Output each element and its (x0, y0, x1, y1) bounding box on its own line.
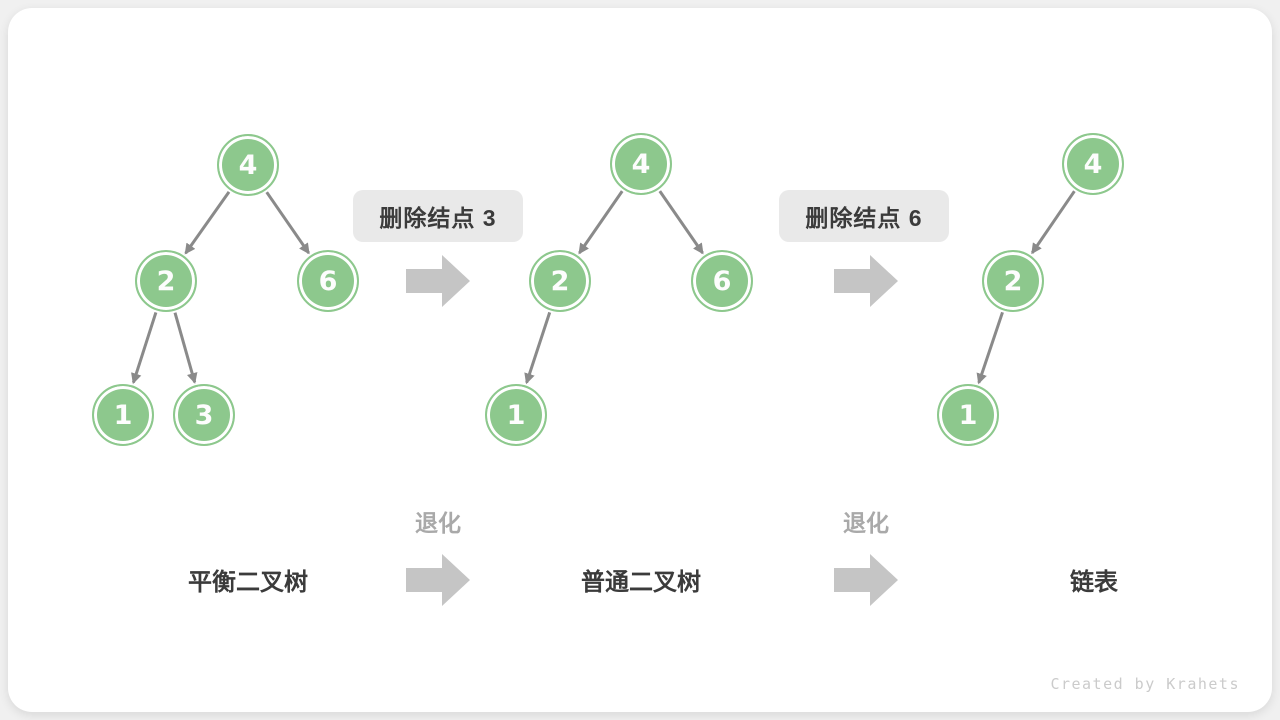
tree-node-6: 6 (297, 250, 359, 312)
step-arrow-icon (406, 255, 470, 307)
tree-node-2: 2 (529, 250, 591, 312)
tree-node-1: 1 (937, 384, 999, 446)
step-arrow-icon (834, 255, 898, 307)
tree-node-4: 4 (1062, 133, 1124, 195)
label-linked-list: 链表 (1070, 569, 1118, 596)
degrade-arrow-icon (406, 554, 470, 606)
degrade-arrow-icon (834, 554, 898, 606)
tree-node-4: 4 (217, 134, 279, 196)
tree-node-6: 6 (691, 250, 753, 312)
tree-node-3: 3 (173, 384, 235, 446)
delete-node-3-badge: 删除结点 3 (353, 190, 523, 242)
degrade-label: 退化 (415, 510, 461, 536)
tree-node-1: 1 (92, 384, 154, 446)
diagram-card (8, 8, 1272, 712)
label-balanced-binary-tree: 平衡二叉树 (188, 569, 308, 596)
tree-node-1: 1 (485, 384, 547, 446)
label-ordinary-binary-tree: 普通二叉树 (581, 569, 701, 596)
delete-node-6-badge: 删除结点 6 (779, 190, 949, 242)
watermark: Created by Krahets (1050, 675, 1240, 693)
degrade-label: 退化 (843, 510, 889, 536)
tree-node-4: 4 (610, 133, 672, 195)
tree-node-2: 2 (135, 250, 197, 312)
tree-node-2: 2 (982, 250, 1044, 312)
